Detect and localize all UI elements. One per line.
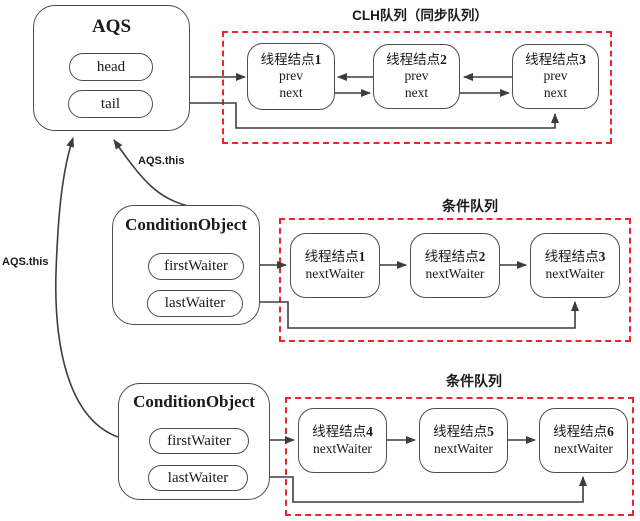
aqs-head-label: head <box>96 58 126 75</box>
clh-node-1-next: next <box>279 84 303 100</box>
aqs-tail-label: tail <box>100 95 121 112</box>
cond1-node-3-name: 线程结点3 <box>544 249 606 264</box>
cond2-node-6-name: 线程结点6 <box>553 424 614 439</box>
cond1-node-2-name: 线程结点2 <box>424 249 486 264</box>
clh-node-3: 线程结点3 prev next <box>512 44 599 109</box>
cond2-to-aqs-curve <box>54 137 119 438</box>
cond2-queue-dashed-box <box>285 397 634 516</box>
condition-object-2-title: ConditionObject <box>133 392 255 411</box>
cond1-node-2-nextwaiter: nextWaiter <box>425 265 485 281</box>
cond1-node-1-nextwaiter: nextWaiter <box>305 265 365 281</box>
cond1-node-1-name: 线程结点1 <box>304 249 366 264</box>
cond2-node-6: 线程结点6 nextWaiter <box>539 408 628 473</box>
cond2-node-4-name: 线程结点4 <box>312 424 373 439</box>
aqs-this-label-top: AQS.this <box>138 155 185 167</box>
clh-node-3-next: next <box>543 84 568 100</box>
cond1-node-3: 线程结点3 nextWaiter <box>530 233 620 298</box>
cond1-firstwaiter-field: firstWaiter <box>148 253 244 280</box>
cond1-lastwaiter-arrow <box>242 301 579 329</box>
aqs-this-label-left: AQS.this <box>2 256 49 268</box>
clh-node-1-prev: prev <box>279 68 303 84</box>
cond1-node-2: 线程结点2 nextWaiter <box>410 233 500 298</box>
cond1-queue-dashed-box <box>279 218 631 342</box>
clh-node-2-next: next <box>404 84 429 100</box>
condition-object-1-title: ConditionObject <box>125 215 247 234</box>
clh-queue-title: CLH队列（同步队列） <box>352 8 488 23</box>
cond2-lastwaiter-field: lastWaiter <box>148 465 248 491</box>
clh-node-3-prev: prev <box>543 68 568 84</box>
clh-node-2: 线程结点2 prev next <box>373 44 460 109</box>
cond1-queue-title: 条件队列 <box>442 200 498 215</box>
tail-to-clh-node3-arrow <box>152 102 559 129</box>
aqs-title: AQS <box>91 16 132 37</box>
cond2-node-4-nextwaiter: nextWaiter <box>313 440 372 456</box>
cond1-lastwaiter-field: lastWaiter <box>147 290 243 317</box>
clh-node-1: 线程结点1 prev next <box>247 43 335 110</box>
condition-object-1-box: ConditionObject firstWaiter lastWaiter <box>112 205 260 325</box>
clh-node-2-name: 线程结点2 <box>386 51 447 67</box>
clh-queue-dashed-box <box>222 31 612 144</box>
cond1-lastwaiter-label: lastWaiter <box>164 295 226 311</box>
cond2-node-6-nextwaiter: nextWaiter <box>554 440 613 456</box>
cond2-lastwaiter-label: lastWaiter <box>167 469 229 486</box>
cond1-node-3-nextwaiter: nextWaiter <box>545 265 605 281</box>
cond1-to-aqs-curve <box>113 139 189 207</box>
cond1-firstwaiter-label: firstWaiter <box>164 258 228 274</box>
cond2-node-5: 线程结点5 nextWaiter <box>419 408 508 473</box>
cond2-firstwaiter-field: firstWaiter <box>149 428 249 454</box>
clh-node-3-name: 线程结点3 <box>525 51 586 67</box>
aqs-box: AQS head tail <box>33 5 190 131</box>
condition-object-2-box: ConditionObject firstWaiter lastWaiter <box>118 383 270 500</box>
clh-node-2-prev: prev <box>404 68 429 84</box>
cond2-node-4: 线程结点4 nextWaiter <box>298 408 387 473</box>
aqs-head-field: head <box>69 53 153 81</box>
aqs-tail-field: tail <box>68 90 153 118</box>
clh-node-1-name: 线程结点1 <box>260 51 322 67</box>
cond2-node-5-nextwaiter: nextWaiter <box>434 440 493 456</box>
cond1-node-1: 线程结点1 nextWaiter <box>290 233 380 298</box>
cond2-node-5-name: 线程结点5 <box>433 424 494 439</box>
cond2-lastwaiter-arrow <box>247 476 587 503</box>
cond2-queue-title: 条件队列 <box>446 375 502 390</box>
cond2-firstwaiter-label: firstWaiter <box>167 432 231 449</box>
